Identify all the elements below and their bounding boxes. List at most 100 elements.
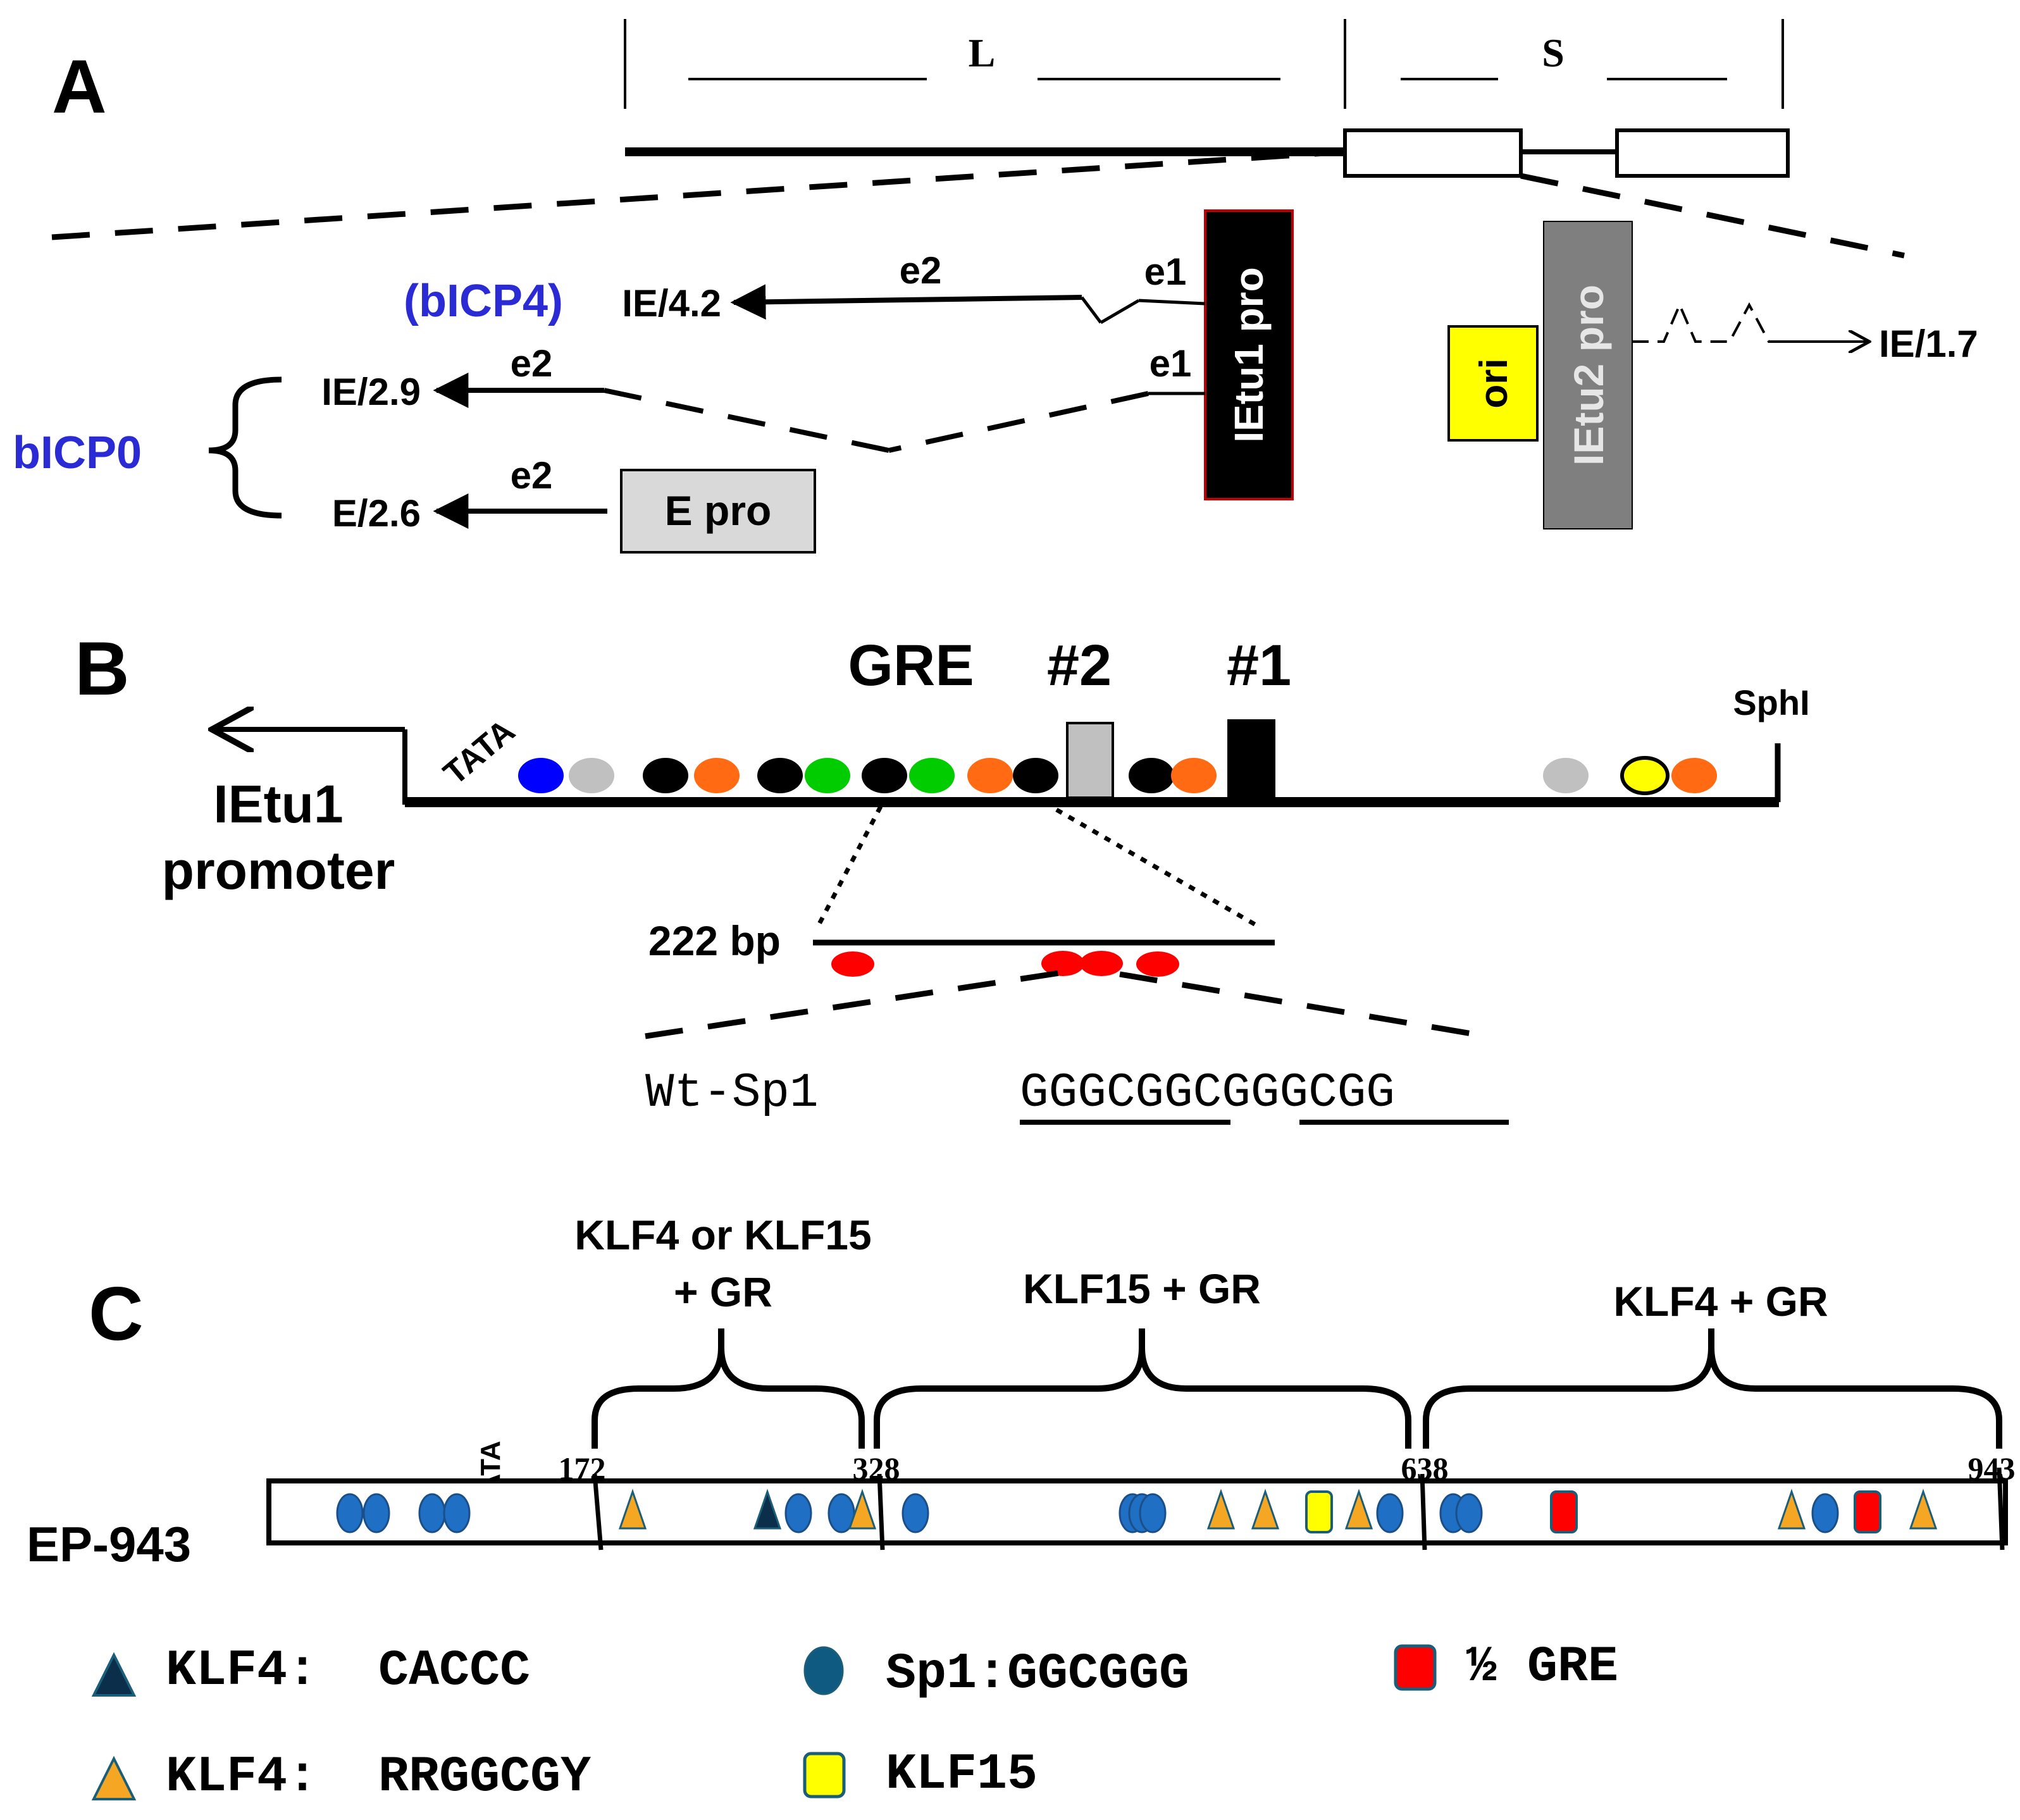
panel-a: A L S IEtu1 pro e1 e2 IE/4.2 (bICP4) [13, 19, 1978, 554]
klf4-rrg-legend-icon [91, 1755, 137, 1800]
gre-site1-box [1227, 719, 1275, 799]
panel-c: C KLF4 or KLF15 + GR KLF15 + GR KLF4 + G… [27, 1211, 2016, 1806]
sp1-site [784, 1493, 812, 1533]
tf-binding-site [643, 758, 688, 793]
sp1-site [1811, 1493, 1839, 1533]
sp1-site-fragment [1136, 951, 1179, 977]
construct-label: EP-943 [27, 1516, 191, 1572]
klf4-rrggcgy-site [848, 1489, 877, 1530]
e-promoter-label: E pro [665, 487, 772, 534]
e-promoter-box [620, 469, 816, 554]
klf4-caccc-site [753, 1489, 782, 1530]
region2-brace [874, 1328, 1411, 1449]
tf-binding-site [694, 758, 740, 793]
ori-label: ori [1472, 358, 1516, 408]
wt-sp1-label: Wt-Sp1 [645, 1066, 819, 1120]
klf15-legend-icon [803, 1752, 846, 1798]
sp1-sequence-part-b: GGGCGG [1222, 1066, 1395, 1120]
fragment-size-label: 222 bp [648, 917, 781, 964]
half-gre-site [1550, 1490, 1578, 1533]
legend-sp1: Sp1:GGCGGG [886, 1645, 1189, 1703]
transcript-ie29: IE/2.9 [321, 371, 421, 413]
ietu1-promoter-title-line1: IEtu1 [213, 774, 343, 834]
sp1-site [1139, 1493, 1167, 1533]
tf-binding-site [1671, 758, 1717, 793]
bicp0-brace [208, 376, 282, 519]
tf-binding-site [569, 758, 614, 793]
promoter-binding-sites [518, 756, 1717, 795]
sp1-sequence-part-a: GGGCGG [1020, 1066, 1193, 1120]
legend-klf4-cacc: KLF4: CACCC [166, 1642, 530, 1700]
ie17-transcript-line [1632, 301, 1866, 343]
legend-klf4-rrg: KLF4: RRGGCGY [166, 1749, 591, 1806]
gre-label: GRE [848, 633, 974, 698]
klf15-site [1305, 1490, 1333, 1533]
sp1-site [1376, 1493, 1404, 1533]
sp1-site [362, 1493, 390, 1533]
tf-binding-site [1013, 758, 1058, 793]
bicp4-label: (bICP4) [404, 276, 563, 326]
sp1-site [418, 1493, 446, 1533]
panel-b: B GRE #2 #1 SphI TATA IEtu1 promoter 222… [75, 626, 1810, 1125]
transcript-ie42: IE/4.2 [622, 282, 721, 325]
exon-e2-upper: e2 [900, 249, 942, 292]
sp1-site-fragment [1041, 951, 1084, 976]
exon-e2-mid: e2 [511, 342, 553, 385]
short-segment-label: S [1542, 30, 1565, 75]
region3-brace [1423, 1328, 2002, 1449]
sp1-site [1455, 1493, 1483, 1533]
legend-klf15: KLF15 [886, 1746, 1038, 1804]
ietu1-promoter-label: IEtu1 pro [1226, 267, 1272, 442]
sp1-sequence-spacer: C [1193, 1066, 1222, 1120]
klf4-rrggcgy-site [1344, 1489, 1373, 1530]
tf-binding-site [909, 758, 955, 793]
region2-label: KLF15 + GR [1023, 1265, 1261, 1312]
klf4-rrggcgy-site [618, 1489, 647, 1530]
tf-binding-site [518, 758, 564, 793]
sp1-site-fragment [1080, 951, 1123, 976]
tf-binding-site [1620, 756, 1670, 795]
tf-binding-site [967, 758, 1013, 793]
region3-label: KLF4 + GR [1613, 1278, 1828, 1325]
panel-b-label: B [75, 626, 130, 711]
sp1-site [902, 1493, 929, 1533]
klf4-rrggcgy-site [1909, 1489, 1938, 1530]
construct-binding-sites [336, 1489, 1938, 1533]
transcript-e26: E/2.6 [332, 492, 421, 535]
ietu1-promoter-box [1204, 209, 1294, 500]
tf-binding-site [805, 758, 850, 793]
exon-e2-lower: e2 [511, 454, 553, 497]
tf-binding-site [1543, 758, 1589, 793]
tf-binding-site [1129, 758, 1174, 793]
ietu2-promoter-label: IEtu2 pro [1565, 285, 1612, 466]
bicp0-label: bICP0 [13, 428, 142, 478]
klf4-rrggcgy-site [1777, 1489, 1806, 1530]
legend: KLF4: CACCC KLF4: RRGGCGY Sp1:GGCGGG KLF… [91, 1638, 1618, 1806]
sp1-site-fragment [831, 951, 874, 977]
tf-binding-site [862, 758, 907, 793]
ietu1-promoter-title-line2: promoter [162, 841, 395, 900]
sp1-site [443, 1493, 471, 1533]
klf4-rrggcgy-site [1251, 1489, 1280, 1530]
transcript-ie17: IE/1.7 [1879, 323, 1978, 365]
ietu2-promoter-box [1543, 221, 1633, 529]
tf-binding-site [1171, 758, 1217, 793]
long-segment-label: L [969, 30, 996, 75]
repeat-box-left [1343, 128, 1523, 178]
tf-binding-site [757, 758, 803, 793]
tata-label-b: TATA [437, 712, 522, 792]
ori-box [1447, 325, 1539, 442]
panel-a-label: A [52, 44, 107, 129]
sp1-legend-icon [803, 1646, 844, 1695]
half-gre-site [1854, 1490, 1881, 1533]
klf4-cacc-legend-icon [91, 1652, 137, 1697]
region1-label-line1: KLF4 or KLF15 [574, 1211, 871, 1258]
region1-brace [592, 1328, 865, 1449]
region1-label-line2: + GR [674, 1268, 772, 1315]
exon-e1-upper: e1 [1144, 251, 1187, 293]
legend-half-gre: ½ GRE [1466, 1638, 1618, 1696]
gre-site2-box [1066, 722, 1114, 799]
gre-site2-label: #2 [1047, 633, 1112, 698]
exon-e1-lower: e1 [1149, 342, 1192, 385]
